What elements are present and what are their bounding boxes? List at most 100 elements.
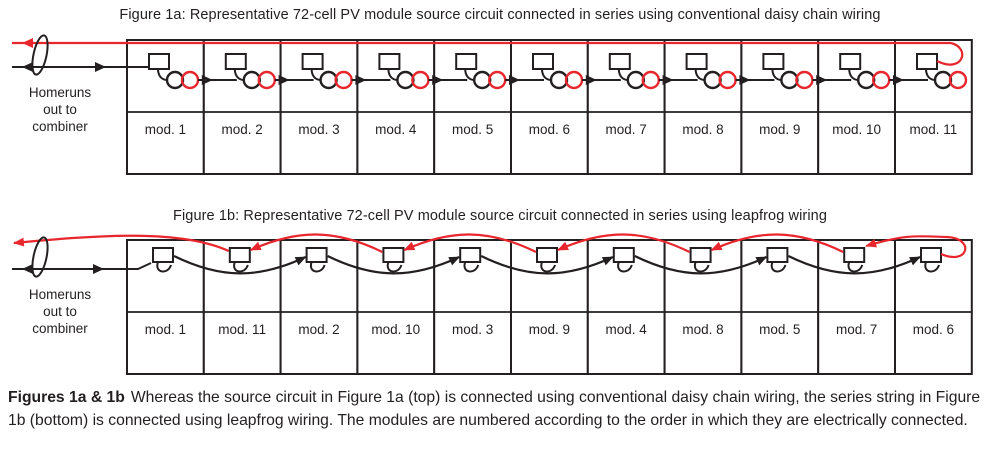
- wire-arrow-left: [22, 38, 33, 48]
- conduit-ellipse: [31, 236, 49, 278]
- wire-arrow-right: [93, 264, 104, 274]
- module-label: mod. 8: [682, 122, 723, 137]
- junction-lead: [617, 68, 628, 81]
- junction-box: [612, 247, 635, 263]
- module-label: mod. 7: [836, 322, 877, 337]
- junction-pigtail: [847, 261, 864, 273]
- module-label: mod. 5: [759, 322, 800, 337]
- return-wire-loop: [936, 41, 964, 66]
- junction-box: [843, 247, 866, 263]
- junction-pigtail: [386, 261, 403, 273]
- homeruns-label-1a: Homeruns out to combiner: [28, 85, 92, 134]
- junction-box: [766, 247, 789, 263]
- junction-lead: [157, 68, 168, 81]
- junction-pigtail: [233, 261, 249, 273]
- leapfrog-wire-return: [403, 233, 537, 253]
- wire-arrow-right: [278, 75, 290, 85]
- wire-arrow-right: [95, 62, 106, 72]
- junction-lead: [541, 68, 552, 81]
- wire-arrow-left: [22, 62, 33, 72]
- junction-lead: [233, 68, 244, 81]
- module-label: mod. 3: [452, 322, 493, 337]
- junction-box: [305, 247, 328, 263]
- junction-pigtail: [617, 261, 633, 273]
- junction-lead: [387, 68, 398, 81]
- module-label: mod. 8: [682, 322, 723, 337]
- junction-pigtail: [463, 261, 480, 273]
- module-label: mod. 6: [529, 122, 570, 137]
- junction-box: [762, 53, 785, 70]
- module-label: mod. 6: [913, 322, 954, 337]
- junction-box: [148, 53, 170, 70]
- leapfrog-wire-return: [249, 233, 383, 253]
- module-label: mod. 1: [145, 322, 186, 337]
- junction-box: [608, 53, 631, 70]
- junction-pigtail: [770, 261, 787, 273]
- homerun-wire-red: [13, 234, 230, 253]
- homeruns-label-1b: Homeruns out to combiner: [28, 287, 92, 336]
- wire-arrow-right: [893, 75, 904, 85]
- junction-lead: [310, 68, 321, 81]
- module-label: mod. 7: [606, 122, 647, 137]
- module-label: mod. 11: [910, 122, 958, 137]
- junction-box: [228, 247, 251, 263]
- junction-lead: [771, 68, 782, 81]
- wire-arrow-right: [816, 75, 828, 85]
- junction-pigtail: [924, 261, 940, 273]
- module-label: mod. 11: [218, 322, 266, 337]
- junction-lead: [925, 68, 936, 81]
- module-label: mod. 10: [371, 322, 420, 337]
- wire-arrow-right: [432, 75, 444, 85]
- junction-box: [152, 247, 174, 263]
- wire-arrow-right: [662, 75, 674, 85]
- junction-box: [536, 247, 558, 263]
- module-label: mod. 10: [832, 122, 881, 137]
- caption-lead: Figures 1a & 1b: [8, 389, 125, 406]
- leapfrog-wire-return: [557, 233, 691, 253]
- module-label: mod. 9: [759, 122, 800, 137]
- leapfrog-wire-forward: [480, 255, 614, 275]
- module-label: mod. 4: [375, 122, 417, 137]
- return-wire-loop: [865, 235, 967, 259]
- module-label: mod. 1: [145, 122, 186, 137]
- figure-1a-diagram: mod. 1 mod. 2 mod. 3 mod. 4 mod. 5 mod. 6 mod.…: [12, 34, 973, 175]
- junction-pigtail: [693, 261, 710, 273]
- junction-lead: [848, 68, 859, 81]
- wire-arrow-right: [739, 75, 751, 85]
- junction-lead: [694, 68, 705, 81]
- leapfrog-wire-forward: [327, 255, 461, 275]
- homerun-wire-black: [12, 262, 152, 270]
- figure-1b-title: Figure 1b: Representative 72-cell PV mod…: [173, 208, 827, 224]
- junction-box: [459, 247, 482, 263]
- junction-box: [382, 247, 405, 263]
- junction-box: [378, 53, 401, 70]
- module-label: mod. 2: [222, 122, 263, 137]
- module-box: [356, 39, 436, 175]
- module-label: mod. 4: [606, 322, 648, 337]
- leapfrog-wire-forward: [173, 255, 307, 275]
- figure-1a-title: Figure 1a: Representative 72-cell PV mod…: [119, 7, 881, 23]
- wire-arrow-right: [509, 75, 520, 85]
- module-label: mod. 5: [452, 122, 493, 137]
- junction-box: [224, 53, 247, 70]
- junction-box: [689, 247, 712, 263]
- junction-box: [920, 247, 942, 263]
- leapfrog-wire-forward: [787, 255, 921, 275]
- junction-pigtail: [156, 261, 172, 273]
- wire-arrow-right: [585, 75, 597, 85]
- module-label: mod. 2: [298, 322, 339, 337]
- leapfrog-wire-forward: [634, 255, 768, 275]
- module-label: mod. 9: [529, 322, 570, 337]
- junction-pigtail: [309, 261, 326, 273]
- junction-box: [301, 53, 324, 70]
- module-label: mod. 3: [298, 122, 339, 137]
- junction-box: [916, 53, 938, 70]
- junction-box: [685, 53, 708, 70]
- junction-lead: [464, 68, 475, 81]
- junction-box: [839, 53, 862, 70]
- wire-arrow-left: [22, 264, 33, 274]
- leapfrog-wire-return: [710, 233, 844, 253]
- conduit-ellipse: [31, 34, 49, 76]
- figure-1b-diagram: mod. 1 mod. 11 mod. 2 mod. 10 mod. 3 mod. 9 mo…: [12, 233, 973, 375]
